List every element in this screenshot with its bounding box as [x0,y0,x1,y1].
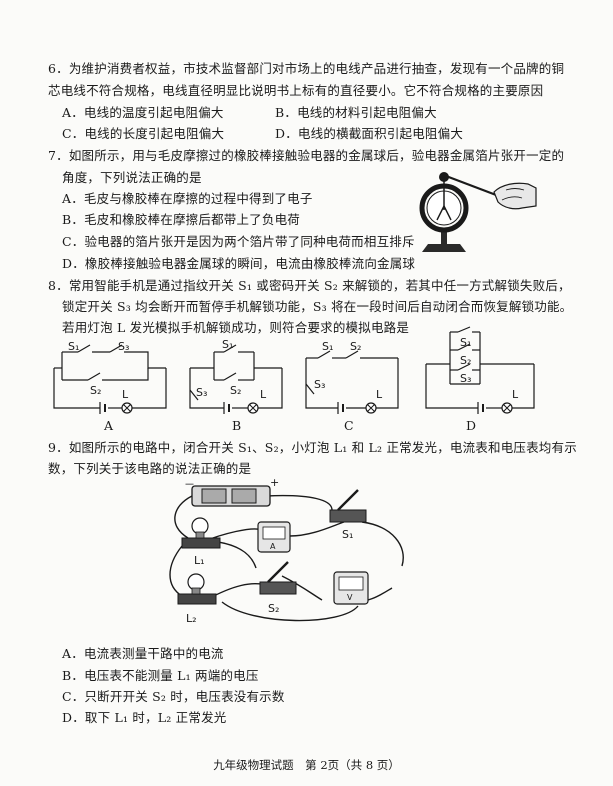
q9-option-c: C．只断开开关 S₂ 时，电压表没有示数 [62,689,285,704]
switch-s1-label: S₁ [342,528,353,541]
q6-option-b: B．电线的材料引起电阻偏大 [275,105,437,120]
q6-option-d: D．电线的横截面积引起电阻偏大 [275,126,464,141]
label-l: L [122,388,129,401]
circuit-diagram-d: S₁ S₂ S₃ L [425,326,535,414]
battery-plus-label: + [270,476,279,489]
circuit-caption-a: A [104,418,114,433]
label-s2: S₂ [460,354,471,367]
battery-minus-label: － [184,478,195,491]
q7-stem-line1: 7．如图所示，用与毛皮摩擦过的橡胶棒接触验电器的金属球后，验电器金属箔片张开一定… [48,148,565,163]
label-s3: S₃ [196,386,207,399]
label-s2: S₂ [230,384,241,397]
label-s1: S₁ [68,340,79,353]
q9-option-b: B．电压表不能测量 L₁ 两端的电压 [62,668,259,683]
q6-stem-line1: 6．为维护消费者权益，市技术监督部门对市场上的电线产品进行抽查，发现有一个品牌的… [48,61,565,76]
page-footer: 九年级物理试题 第 2页（共 8 页） [213,758,400,772]
q8-stem-line2: 锁定开关 S₃ 均会断开而暂停手机解锁功能，S₃ 将在一段时间后自动闭合而恢复解… [62,299,573,314]
q7-stem-line2: 角度，下列说法正确的是 [62,170,202,185]
q6-stem-line2: 芯电线不符合规格，电线直径明显比说明书上标有的直径要小。它不符合规格的主要原因 [48,83,544,98]
q7-option-c: C．验电器的箔片张开是因为两个箔片带了同种电荷而相互排斥 [62,234,415,249]
label-s3: S₃ [314,378,325,391]
circuit-diagram-c: S₁ S₂ S₃ L [305,340,399,414]
label-l: L [376,388,383,401]
circuit-caption-c: C [344,418,354,433]
q8-stem-line1: 8．常用智能手机是通过指纹开关 S₁ 或密码开关 S₂ 来解锁的，若其中任一方式… [48,278,571,293]
label-s2: S₂ [90,384,101,397]
q9-option-d: D．取下 L₁ 时，L₂ 正常发光 [62,710,227,725]
switch-s2-label: S₂ [268,602,279,615]
q8-stem-line3: 若用灯泡 L 发光模拟手机解锁成功，则符合要求的模拟电路是 [62,320,410,335]
label-s3: S₃ [460,372,471,385]
label-s3: S₃ [118,340,129,353]
q7-option-a: A．毛皮与橡胶棒在摩擦的过程中得到了电子 [62,191,313,206]
q9-stem-line1: 9．如图所示的电路中，闭合开关 S₁、S₂，小灯泡 L₁ 和 L₂ 正常发光，电… [48,440,577,455]
circuit-caption-b: B [232,418,242,433]
ammeter-label: A [270,542,276,551]
electroscope-figure [419,172,537,252]
q6-option-a: A．电线的温度引起电阻偏大 [62,105,224,120]
voltmeter-label: V [347,593,353,602]
bulb-l2-label: L₂ [186,612,197,625]
q9-stem-line2: 数，下列关于该电路的说法正确的是 [48,461,252,476]
label-l: L [260,388,267,401]
label-s1: S₁ [322,340,333,353]
q9-option-a: A．电流表测量干路中的电流 [62,646,224,661]
q7-option-b: B．毛皮和橡胶棒在摩擦后都带上了负电荷 [62,212,300,227]
label-s1: S₁ [222,338,233,351]
circuit-diagram-a: S₁ S₃ S₂ L [53,340,167,414]
circuit-caption-d: D [466,418,477,433]
physical-circuit-figure: － + S₁ L₁ A L₂ S₂ V [169,476,404,625]
label-s1: S₁ [460,336,471,349]
label-l: L [512,388,519,401]
circuit-diagram-b: S₁ S₂ S₃ L [189,338,283,414]
label-s2: S₂ [350,340,361,353]
q6-option-c: C．电线的长度引起电阻偏大 [62,126,225,141]
bulb-l1-label: L₁ [194,554,205,567]
q7-option-d: D．橡胶棒接触验电器金属球的瞬间，电流由橡胶棒流向金属球 [62,256,416,271]
